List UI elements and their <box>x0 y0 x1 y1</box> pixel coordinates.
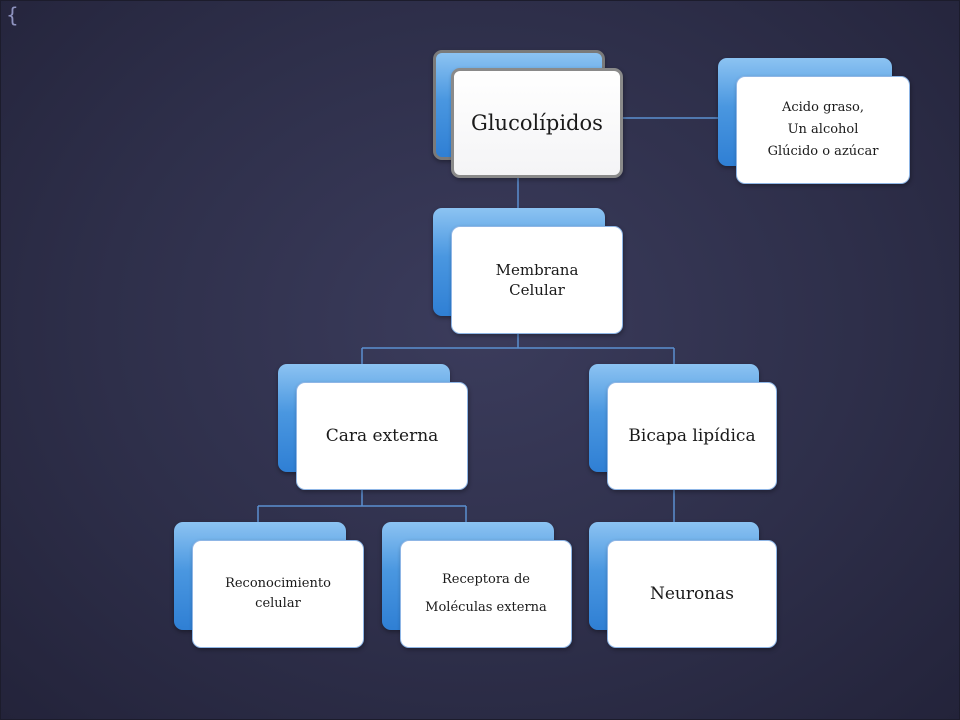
node-receptora-line-2: Moléculas externa <box>425 600 547 615</box>
node-cara-externa-label: Cara externa <box>325 425 439 446</box>
node-bicapa-label: Bicapa lipídica <box>628 425 756 446</box>
node-receptora-card: Receptora de Moléculas externa <box>400 540 572 648</box>
node-glucolipidos-card: Glucolípidos <box>451 68 623 178</box>
node-cara-externa: Cara externa <box>278 364 468 490</box>
node-neuronas-card: Neuronas <box>607 540 777 648</box>
brace-icon: { <box>6 3 19 27</box>
node-membrana-label: Membrana Celular <box>495 261 579 299</box>
component-fatty-acid: Acido graso, <box>781 100 865 115</box>
node-glucolipidos: Glucolípidos <box>433 50 623 178</box>
node-cara-externa-card: Cara externa <box>296 382 468 490</box>
node-neuronas: Neuronas <box>589 522 777 648</box>
node-neuronas-label: Neuronas <box>649 583 735 604</box>
node-membrana-card: Membrana Celular <box>451 226 623 334</box>
node-bicapa-card: Bicapa lipídica <box>607 382 777 490</box>
node-receptora-line-1: Receptora de <box>442 572 530 587</box>
node-bicapa-lipidica: Bicapa lipídica <box>589 364 777 490</box>
node-receptora: Receptora de Moléculas externa <box>382 522 572 648</box>
node-membrana-celular: Membrana Celular <box>433 208 623 334</box>
node-glucolipidos-label: Glucolípidos <box>471 111 603 135</box>
node-reconocimiento-card: Reconocimiento celular <box>192 540 364 648</box>
component-alcohol: Un alcohol <box>787 122 859 137</box>
node-reconocimiento-label: Reconocimiento celular <box>225 576 331 611</box>
node-components: Acido graso, Un alcohol Glúcido o azúcar <box>718 58 910 184</box>
node-reconocimiento-celular: Reconocimiento celular <box>174 522 364 648</box>
component-sugar: Glúcido o azúcar <box>767 144 879 159</box>
node-components-card: Acido graso, Un alcohol Glúcido o azúcar <box>736 76 910 184</box>
